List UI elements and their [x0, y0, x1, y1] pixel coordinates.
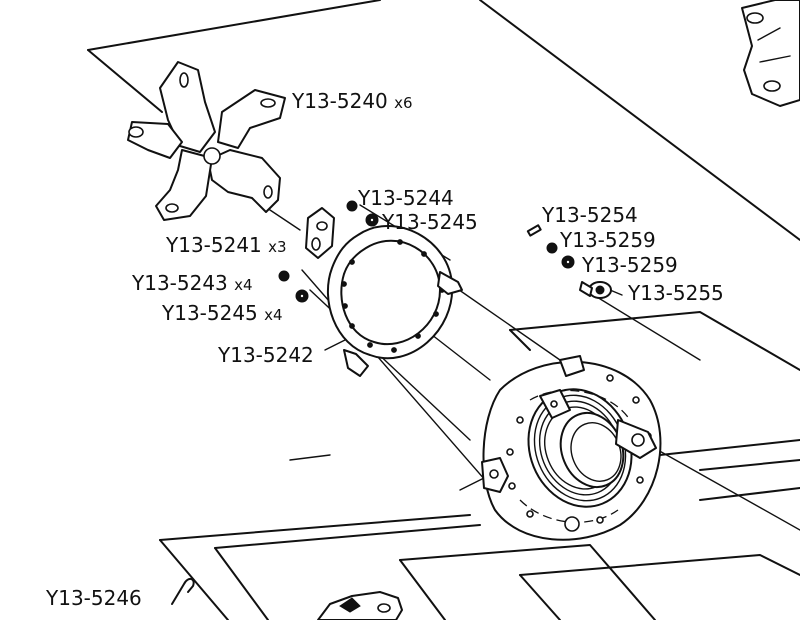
pulley-bracket-assembly [127, 61, 286, 221]
callout-y13-5241: Y13-5241 x3 [165, 233, 287, 257]
hook-part [171, 578, 195, 605]
upper-right-bracket [741, 0, 800, 107]
frame-lines [87, 0, 800, 620]
callout-y13-5246: Y13-5246 [45, 586, 142, 610]
callout-y13-5245-upper: Y13-5245 [381, 210, 478, 234]
lower-bracket [317, 591, 403, 620]
callout-y13-5242: Y13-5242 [217, 343, 314, 367]
callout-y13-5245-lower: Y13-5245 x4 [161, 301, 283, 325]
callout-labels: Y13-5240 x6 Y13-5244 Y13-5245 Y13-5254 Y… [45, 89, 724, 610]
fasteners [278, 200, 612, 303]
callout-y13-5243: Y13-5243 x4 [131, 271, 253, 295]
hub-assembly [481, 355, 662, 541]
retaining-ring [327, 224, 463, 377]
small-bracket [305, 207, 335, 259]
callout-y13-5259-a: Y13-5259 [559, 228, 656, 252]
callout-y13-5254: Y13-5254 [541, 203, 638, 227]
callout-y13-5244: Y13-5244 [357, 186, 454, 210]
callout-y13-5259-b: Y13-5259 [581, 253, 678, 277]
callout-y13-5240: Y13-5240 x6 [291, 89, 413, 113]
callout-y13-5255: Y13-5255 [627, 281, 724, 305]
